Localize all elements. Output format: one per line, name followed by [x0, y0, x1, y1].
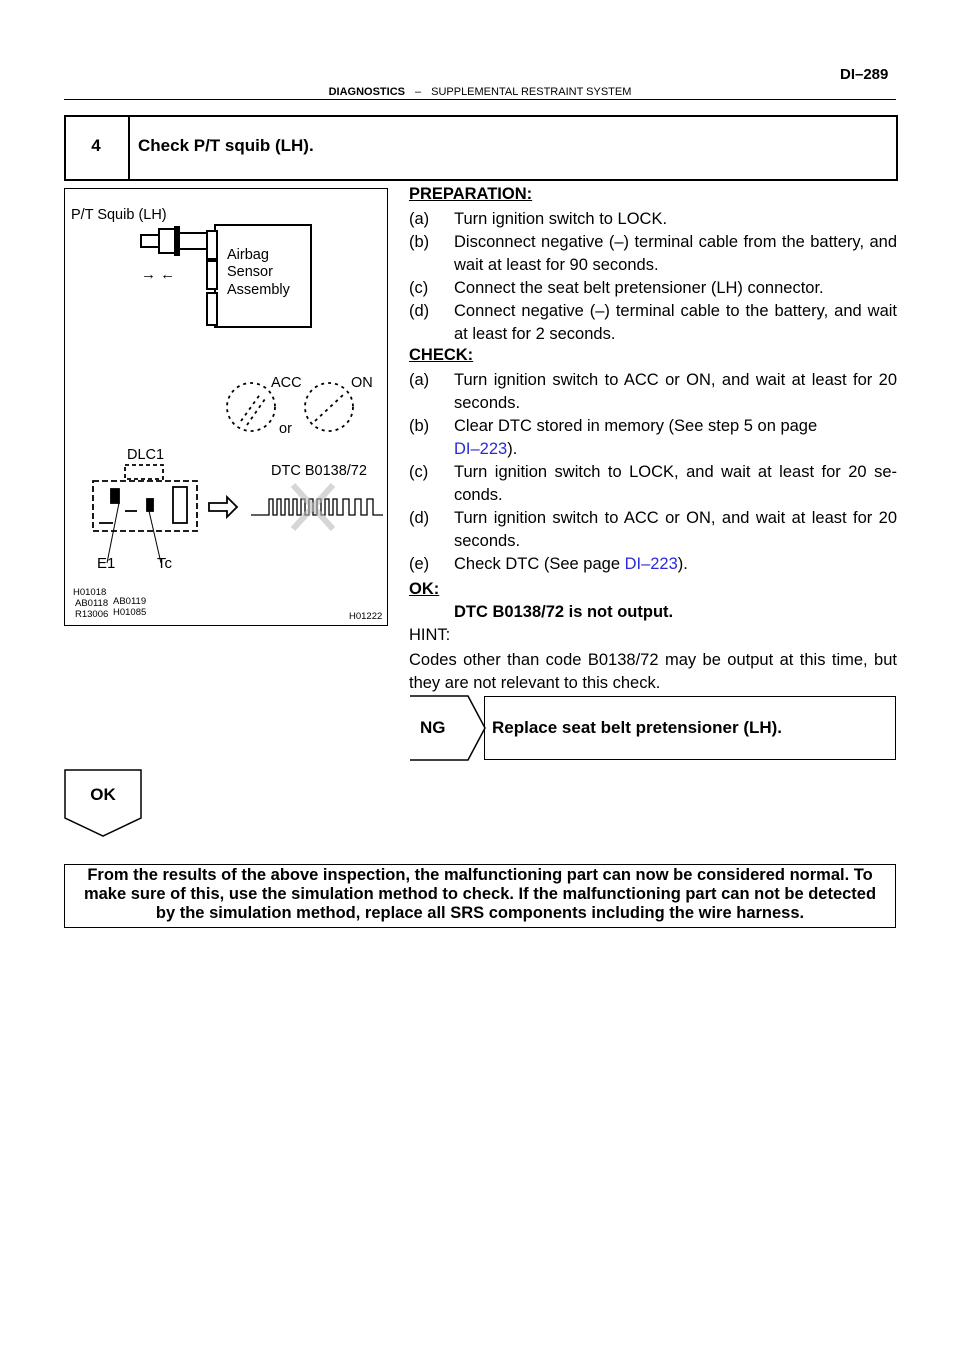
- ok-detail: DTC B0138/72 is not output.: [454, 603, 674, 621]
- dlc-label: DLC1: [127, 447, 164, 463]
- page-number: DI–289: [840, 66, 889, 83]
- ok-arrow-shape: [64, 769, 142, 837]
- ng-arrow-shape: [410, 695, 486, 761]
- inspection-diagram: P/T Squib (LH) Airbag Sensor Assembly → …: [64, 188, 388, 626]
- e1-label: E1: [97, 555, 115, 572]
- squib-label: P/T Squib (LH): [71, 207, 167, 223]
- header-separator: –: [414, 86, 422, 98]
- ref-code-3: AB0119: [113, 596, 146, 607]
- or-label: or: [279, 421, 292, 437]
- prep-item-a: (a)Turn ignition switch to LOCK.: [409, 210, 668, 228]
- conclusion-text: From the results of the above inspection…: [83, 866, 877, 922]
- flow-arrow-icon: [208, 494, 239, 520]
- conclusion-box: [64, 864, 896, 928]
- check-item-c: (c)Turn ignition switch to LOCK, and wai…: [409, 463, 897, 504]
- connection-arrows: → ←: [141, 266, 175, 283]
- step-divider: [128, 115, 130, 179]
- prep-item-d: (d)Connect negative (–) terminal cable t…: [409, 302, 897, 343]
- check-item-b: (b)Clear DTC stored in memory (See step …: [409, 417, 818, 458]
- running-header: DIAGNOSTICS–SUPPLEMENTAL RESTRAINT SYSTE…: [64, 86, 896, 98]
- check-item-d: (d)Turn ignition switch to ACC or ON, an…: [409, 509, 897, 550]
- ok-label: OK:: [409, 580, 440, 598]
- figure-code: H01222: [349, 611, 382, 622]
- sensor-label-3: Assembly: [227, 282, 291, 298]
- header-rule: [64, 99, 896, 100]
- tc-label: Tc: [157, 555, 173, 572]
- header-subsection: SUPPLEMENTAL RESTRAINT SYSTEM: [431, 86, 632, 98]
- airbag-sensor-assembly: Airbag Sensor Assembly: [206, 224, 312, 328]
- check-item-e: (e)Check DTC (See page DI–223).: [409, 555, 688, 573]
- ng-action-text: Replace seat belt pretensioner (LH).: [492, 718, 783, 737]
- ref-code-5: H01085: [113, 607, 146, 618]
- squib-connector: [140, 226, 209, 256]
- dtc-waveform: [251, 498, 383, 516]
- dlc1-connector: [92, 464, 198, 564]
- sensor-label-2: Sensor: [227, 264, 273, 280]
- check-item-a: (a)Turn ignition switch to ACC or ON, an…: [409, 371, 897, 412]
- step-title: Check P/T squib (LH).: [138, 136, 314, 155]
- ok-flow-label: OK: [90, 785, 116, 804]
- preparation-label: PREPARATION:: [409, 185, 533, 203]
- ref-code-1: H01018: [73, 587, 106, 598]
- page-link-di223[interactable]: DI–223: [454, 440, 508, 458]
- dtc-label: DTC B0138/72: [271, 463, 367, 479]
- ng-action-box: [484, 696, 896, 760]
- watermark-x-icon: [290, 482, 336, 532]
- hint-text: Codes other than code B0138/72 may be ou…: [409, 651, 897, 692]
- ignition-switch-acc-icon: [226, 382, 276, 432]
- on-label: ON: [351, 375, 373, 391]
- prep-item-c: (c)Connect the seat belt pretensioner (L…: [409, 279, 824, 297]
- page-link-di223-2[interactable]: DI–223: [624, 555, 678, 573]
- step-box: [64, 115, 898, 181]
- step-number: 4: [91, 136, 101, 155]
- sensor-label-1: Airbag: [227, 247, 269, 263]
- header-section: DIAGNOSTICS: [328, 86, 405, 98]
- ng-label: NG: [420, 718, 446, 737]
- ignition-switch-on-icon: [304, 382, 354, 432]
- acc-label: ACC: [271, 375, 302, 391]
- prep-item-b: (b)Disconnect negative (–) terminal cabl…: [409, 233, 897, 274]
- ref-code-4: R13006: [75, 609, 108, 620]
- check-label: CHECK:: [409, 346, 474, 364]
- ref-code-2: AB0118: [75, 598, 108, 609]
- hint-label: HINT:: [409, 626, 451, 644]
